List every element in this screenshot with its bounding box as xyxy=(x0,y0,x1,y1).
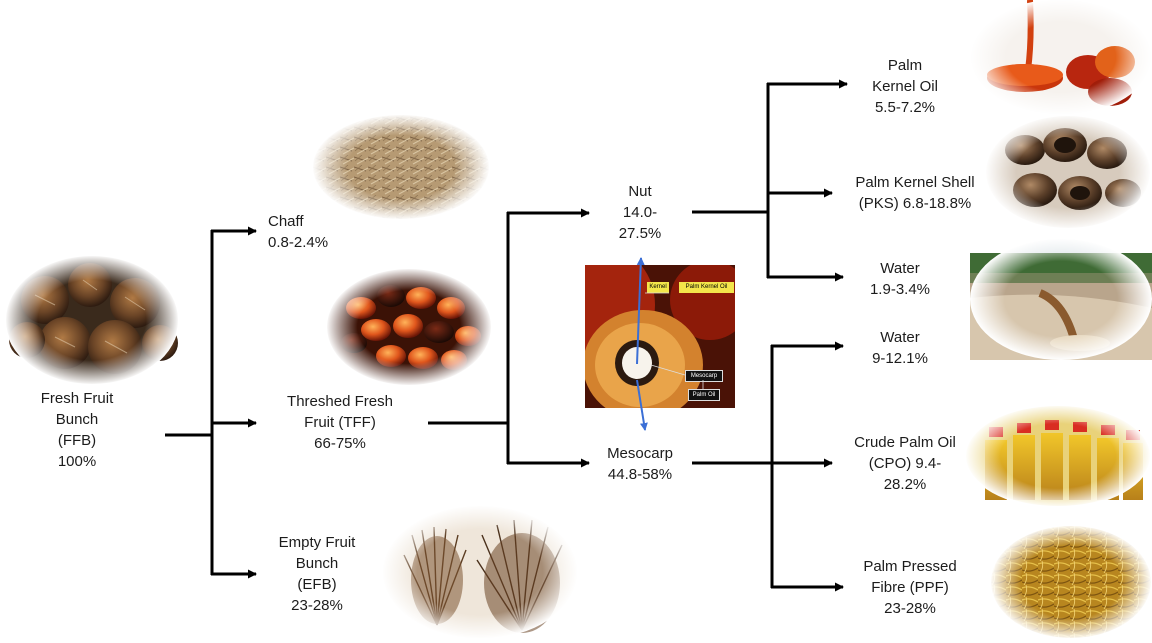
palm-kernel-shell-photo xyxy=(985,115,1152,230)
ffb-label: Fresh Fruit Bunch (FFB) 100% xyxy=(22,388,132,472)
nut-mesocarp-link-arrows xyxy=(585,240,735,440)
cpo-label: Crude Palm Oil (CPO) 9.4- 28.2% xyxy=(835,432,975,495)
empty-fruit-bunch-photo xyxy=(382,505,578,640)
water-nut-label: Water 1.9-3.4% xyxy=(850,258,950,300)
fresh-fruit-bunch-photo xyxy=(5,255,180,385)
palm-kernel-oil-photo xyxy=(970,0,1152,115)
mesocarp-label: Mesocarp 44.8-58% xyxy=(585,443,695,485)
tff-label: Threshed Fresh Fruit (TFF) 66-75% xyxy=(265,391,415,454)
nut-label: Nut 14.0- 27.5% xyxy=(595,181,685,244)
efb-label: Empty Fruit Bunch (EFB) 23-28% xyxy=(262,532,372,616)
chaff-photo xyxy=(312,115,490,220)
pks-label: Palm Kernel Shell (PKS) 6.8-18.8% xyxy=(835,172,995,214)
threshed-fresh-fruit-photo xyxy=(326,268,492,386)
crude-palm-oil-photo xyxy=(965,405,1152,508)
ppf-label: Palm Pressed Fibre (PPF) 23-28% xyxy=(845,556,975,619)
chaff-label: Chaff 0.8-2.4% xyxy=(268,211,358,253)
water-effluent-photo xyxy=(970,238,1152,360)
palm-pressed-fibre-photo xyxy=(990,525,1152,640)
water-mesocarp-label: Water 9-12.1% xyxy=(850,327,950,369)
pko-label: Palm Kernel Oil 5.5-7.2% xyxy=(840,55,970,118)
